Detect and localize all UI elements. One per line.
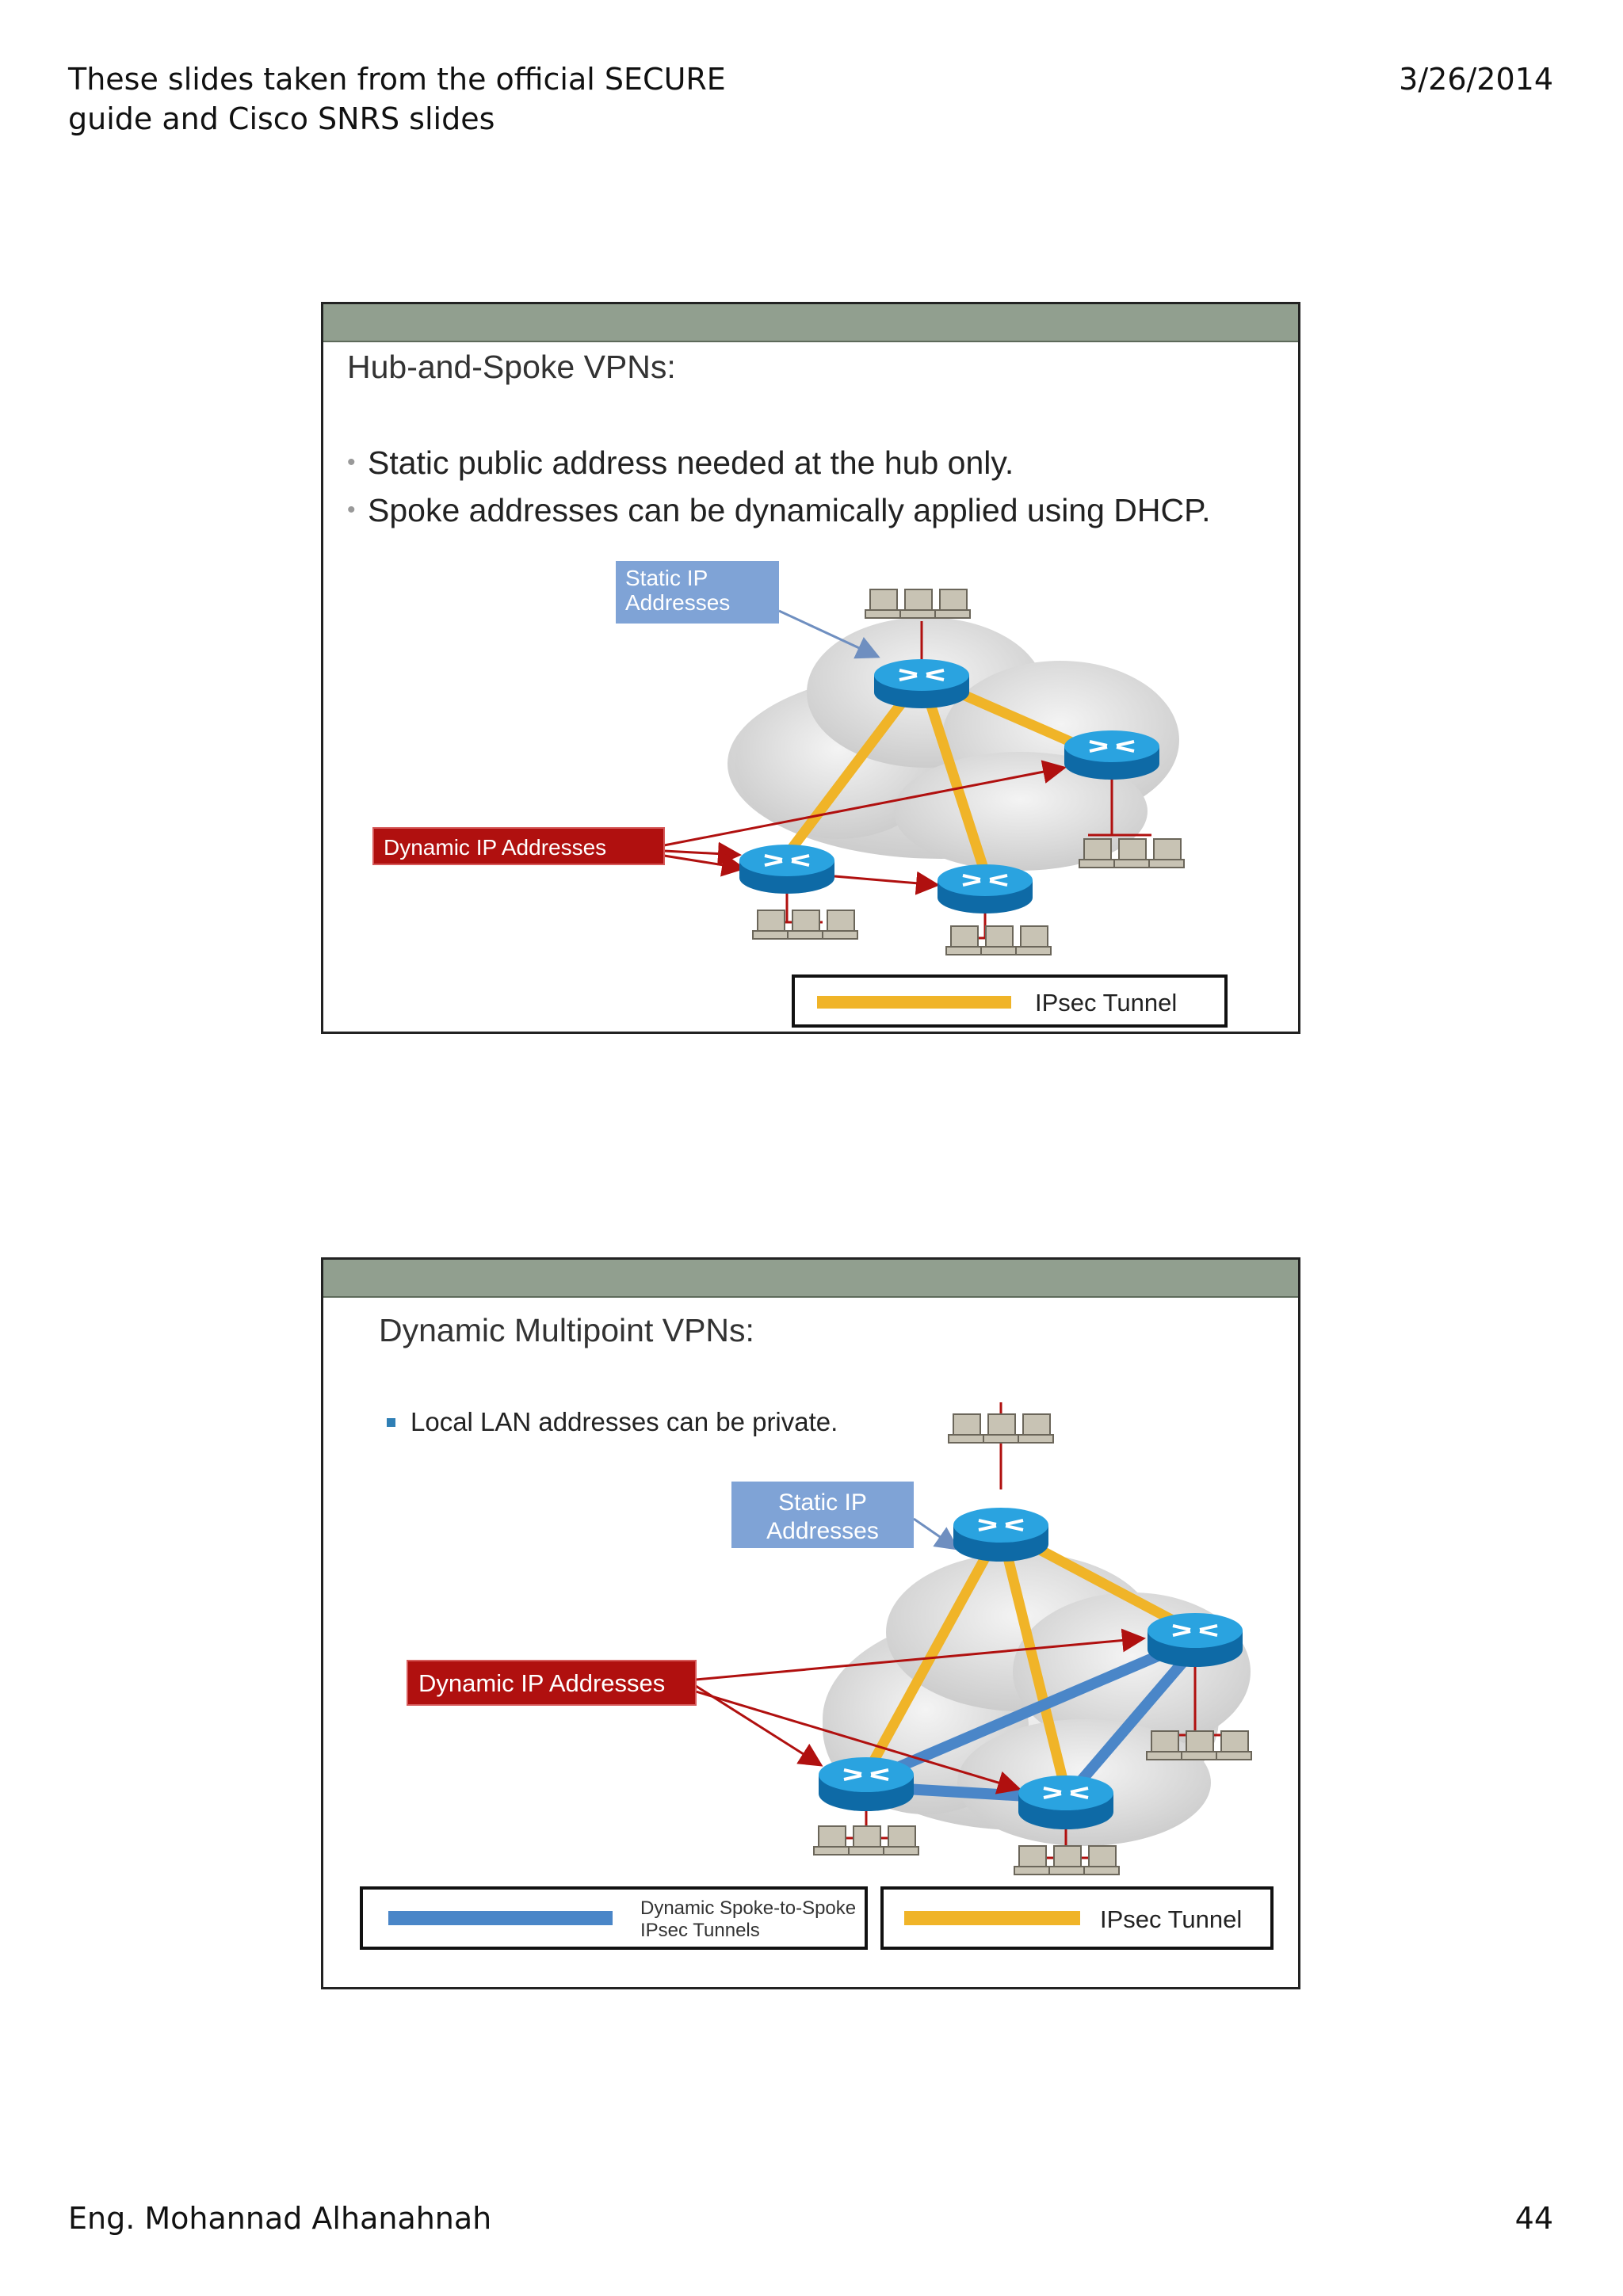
header-line-1: These slides taken from the official SEC…	[68, 62, 726, 97]
header-line-2: guide and Cisco SNRS slides	[68, 101, 495, 136]
legend-ipsec-swatch	[817, 996, 1011, 1009]
legend-ipsec-label: IPsec Tunnel	[1100, 1905, 1242, 1933]
bullet-item: Spoke addresses can be dynamically appli…	[347, 486, 1211, 534]
dynamic-ip-arrows	[663, 760, 1067, 895]
dmvpn-diagram: Static IP Addresses Dynamic IP Addresses…	[360, 1402, 1274, 1950]
slide-title: Dynamic Multipoint VPNs:	[379, 1312, 754, 1348]
header-date: 3/26/2014	[1399, 62, 1553, 97]
router-icon	[874, 659, 969, 708]
dynamic-ip-label: Dynamic IP Addresses	[384, 835, 606, 860]
router-icon	[1018, 1775, 1113, 1829]
legend-spoke-label-line1: Dynamic Spoke-to-Spoke	[640, 1897, 856, 1919]
legend-spoke-label-line2: IPsec Tunnels	[640, 1920, 760, 1941]
footer-author: Eng. Mohannad Alhanahnah	[68, 2201, 492, 2236]
router-icon	[739, 845, 834, 894]
slide-header-band	[323, 1260, 1298, 1298]
router-icon	[1148, 1613, 1243, 1667]
router-icon	[953, 1508, 1048, 1562]
bullet-list: Local LAN addresses can be private.	[387, 1402, 838, 1442]
page-number: 44	[1514, 2201, 1553, 2236]
workstation-cluster-icon	[813, 1413, 1252, 1875]
router-icon	[938, 864, 1033, 913]
static-ip-arrow	[913, 1517, 960, 1550]
router-icon	[1064, 730, 1159, 780]
slide-header-band	[323, 304, 1298, 342]
legend-ipsec-swatch	[904, 1911, 1080, 1925]
static-ip-label-box	[616, 561, 779, 624]
static-ip-label-line2: Addresses	[625, 590, 730, 615]
workstation-cluster-icon	[752, 589, 1185, 955]
legend-ipsec-label: IPsec Tunnel	[1035, 989, 1177, 1016]
bullet-item: Local LAN addresses can be private.	[387, 1402, 838, 1442]
static-ip-arrow	[778, 609, 880, 659]
static-ip-label-line1: Static IP	[778, 1489, 867, 1516]
bullet-list: Static public address needed at the hub …	[347, 439, 1211, 534]
static-ip-label-line2: Addresses	[766, 1518, 879, 1544]
dynamic-ip-label-box	[372, 827, 665, 865]
static-ip-label-box	[731, 1482, 914, 1548]
bullet-item: Static public address needed at the hub …	[347, 439, 1211, 486]
slide-hub-and-spoke: Hub-and-Spoke VPNs: Static public addres…	[321, 302, 1300, 1034]
router-icon	[819, 1757, 914, 1811]
slide-dynamic-multipoint: Dynamic Multipoint VPNs: Local LAN addre…	[321, 1257, 1300, 1989]
dynamic-ip-label-box	[407, 1660, 697, 1706]
static-ip-label-line1: Static IP	[625, 566, 708, 590]
slide-title: Hub-and-Spoke VPNs:	[347, 349, 676, 385]
page-header-text: These slides taken from the official SEC…	[68, 59, 781, 139]
legend-spoke-swatch	[388, 1911, 613, 1925]
hub-and-spoke-diagram: Static IP Addresses Dynamic IP Addresses…	[372, 561, 1228, 1028]
dynamic-ip-arrows	[695, 1628, 1146, 1794]
dynamic-ip-label: Dynamic IP Addresses	[418, 1669, 665, 1697]
